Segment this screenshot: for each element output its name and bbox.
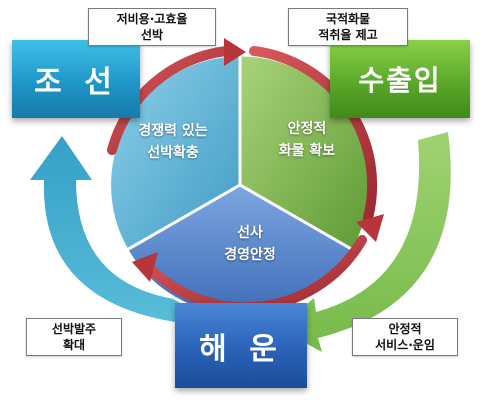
node-shipping: 해 운 [175,303,307,388]
node-trade: 수출입 [330,40,470,118]
label-line: 확대 [62,338,86,352]
segment-line: 선박확충 [147,145,199,161]
segment-line: 경쟁력 있는 [138,123,208,139]
left-cycle-arrow [30,136,180,322]
label-low-cost-ships: 저비용·고효율 선박 [88,8,216,46]
label-line: 선박 [140,28,164,42]
segment-text-carrier-stability: 선사 경영안정 [195,222,305,266]
segment-line: 안정적 [287,121,327,137]
ring-arrowhead-right [356,214,384,242]
node-shipbuilding: 조 선 [12,40,140,118]
label-line: 국적화물 [325,12,371,26]
label-line: 안정적 [388,322,422,336]
label-line: 적취율 제고 [318,28,378,42]
segment-text-stable-cargo: 안정적 화물 확보 [262,118,352,162]
label-national-cargo: 국적화물 적취율 제고 [288,8,408,46]
label-line: 저비용·고효율 [116,12,188,26]
ring-arrowhead-top [224,38,246,66]
label-stable-service: 안정적 서비스·운임 [352,318,458,356]
segment-line: 경영안정 [224,247,276,263]
label-line: 선박발주 [51,322,97,336]
segment-line: 화물 확보 [278,143,336,159]
segment-text-competitive-ships: 경쟁력 있는 선박확충 [118,120,228,164]
ring-arrow-top [107,46,231,155]
label-line: 서비스·운임 [375,338,435,352]
label-ship-orders: 선박발주 확대 [26,318,122,356]
ring-arrowhead-bottom [132,252,158,282]
segment-line: 선사 [237,225,263,241]
